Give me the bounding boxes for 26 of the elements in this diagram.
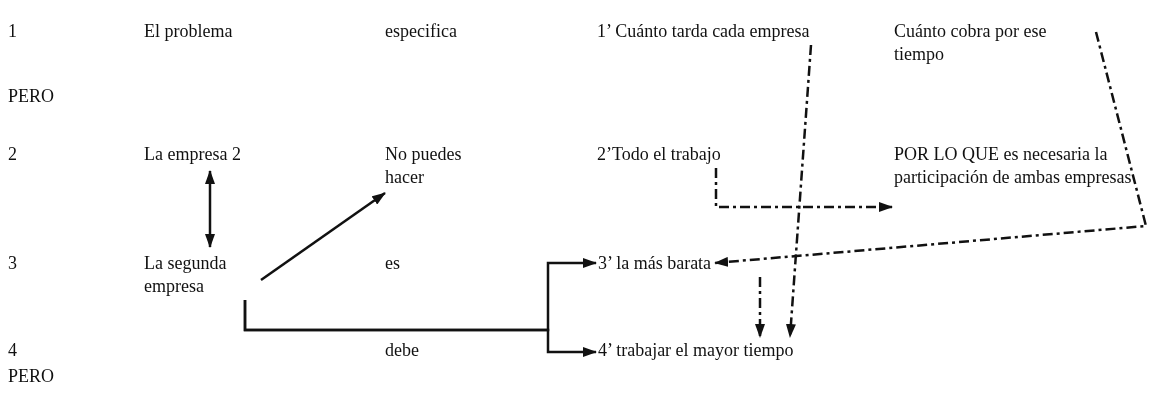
label-text: 3 [8,252,17,275]
dash-dot-arrow [714,168,893,212]
dash-dot-arrow [785,44,813,338]
label-text: 1 [8,20,17,43]
arrow [243,300,597,357]
node-text: 1’ Cuánto tarda cada empresa [597,20,822,43]
node-text: La segunda empresa [144,252,249,298]
node-text: Cuánto cobra por ese tiempo [894,20,1094,66]
node-text: La empresa 2 [144,143,241,166]
dash-dot-arrow [714,31,1148,267]
node-text: 4’ trabajar el mayor tiempo [598,339,818,362]
label-text: especifica [385,20,457,43]
label-text: debe [385,339,419,362]
label-text: El problema [144,20,233,43]
node-text: POR LO QUE es necesaria la participación de ambas empresas [894,143,1150,189]
arrow [205,170,215,248]
label-text: PERO [8,85,54,108]
arrow [260,191,386,282]
node-text: No puedes hacer [385,143,495,189]
label-text: 4 [8,339,17,362]
node-text: 3’ la más barata [598,252,712,275]
label-text: es [385,252,400,275]
dash-dot-arrow [755,277,765,338]
label-text: 2 [8,143,17,166]
label-text: PERO [8,365,54,388]
node-text: 2’Todo el trabajo [597,143,721,166]
